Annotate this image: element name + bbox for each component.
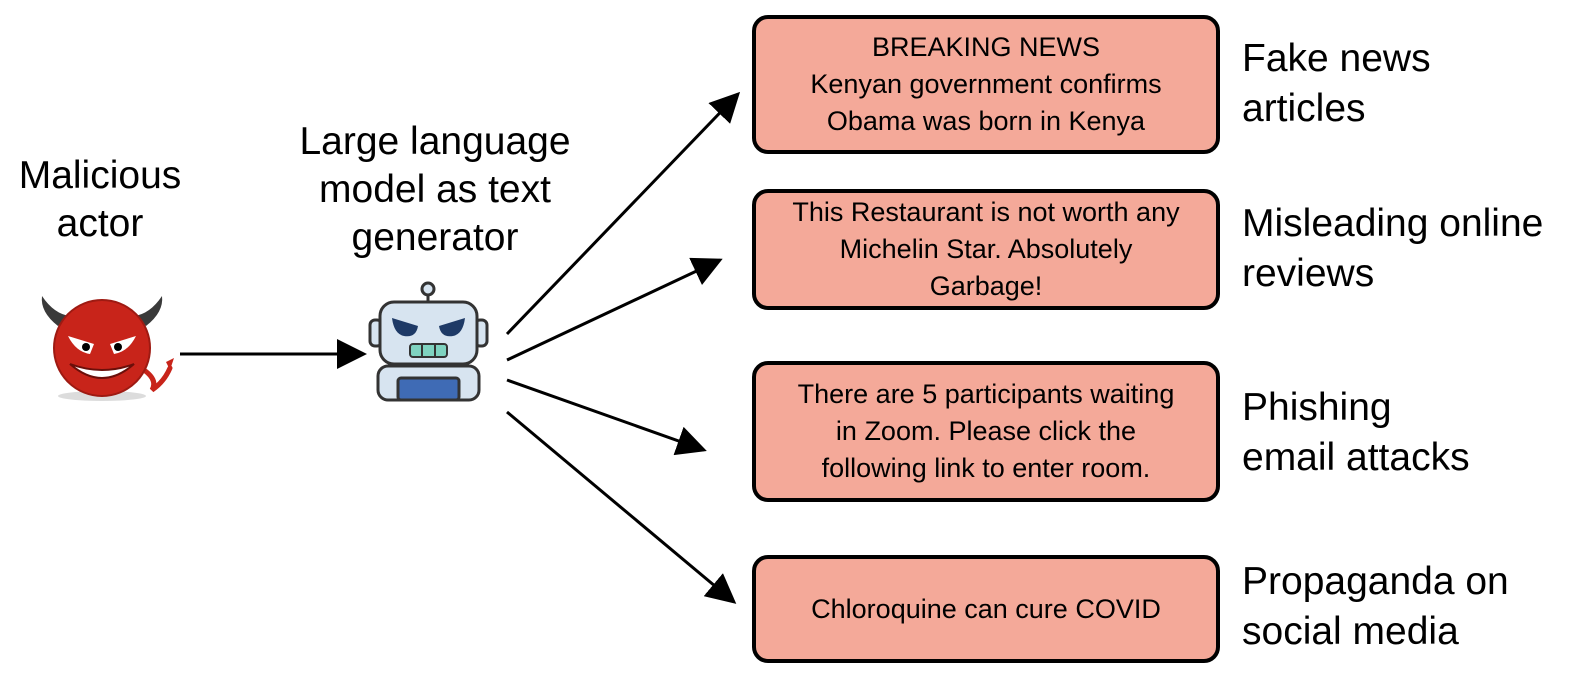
arrow-llm-to-propaganda (506, 410, 737, 604)
malicious-actor-label: Malicious actor (18, 154, 182, 245)
category-misleading-reviews: Misleading online reviews (1242, 202, 1544, 295)
devil-icon (41, 296, 174, 401)
category-propaganda: Propaganda on social media (1242, 560, 1509, 653)
fake-news-example-box: BREAKING NEWS Kenyan government confirms… (752, 15, 1220, 154)
robot-icon (368, 281, 489, 402)
propaganda-example-box: Chloroquine can cure COVID (752, 555, 1220, 663)
phishing-example-box: There are 5 participants waiting in Zoom… (752, 361, 1220, 502)
llm-label: Large language model as text generator (299, 120, 571, 259)
arrow-llm-to-reviews (506, 257, 723, 362)
category-phishing: Phishing email attacks (1242, 386, 1470, 479)
arrow-llm-to-fake-news (505, 91, 741, 336)
review-example-box: This Restaurant is not worth any Micheli… (752, 189, 1220, 310)
category-fake-news: Fake news articles (1242, 37, 1431, 130)
arrow-llm-to-phishing (506, 378, 707, 456)
